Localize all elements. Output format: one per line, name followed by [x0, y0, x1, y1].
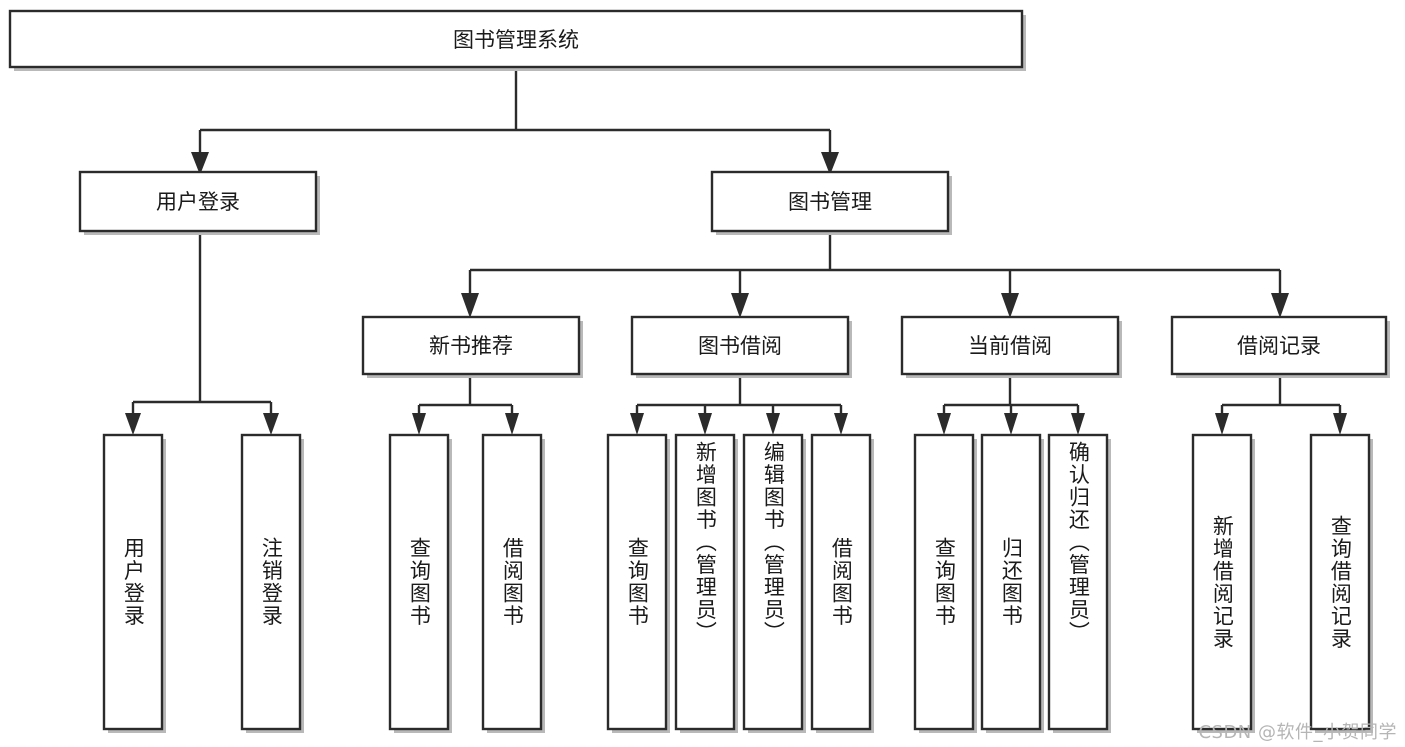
arrowhead-group — [125, 152, 1347, 435]
node-user-login[interactable]: 用户登录 — [78, 170, 320, 235]
node-new-book-rec-label: 新书推荐 — [429, 334, 513, 358]
arrowhead-icon — [1271, 293, 1289, 318]
node-book-borrow[interactable]: 图书借阅 — [630, 315, 852, 378]
node-leaf-query-book-1-box[interactable] — [388, 433, 450, 731]
arrowhead-icon — [766, 413, 780, 435]
node-current-borrow-box[interactable] — [900, 315, 1120, 376]
node-borrow-record-label: 借阅记录 — [1237, 334, 1321, 358]
node-new-book-rec-box[interactable] — [361, 315, 581, 376]
node-current-borrow-label: 当前借阅 — [968, 334, 1052, 358]
node-leaf-return-book-box[interactable] — [980, 433, 1042, 731]
arrowhead-icon — [1215, 413, 1229, 435]
arrowhead-icon — [1004, 413, 1018, 435]
arrowhead-icon — [1071, 413, 1085, 435]
arrowhead-icon — [412, 413, 426, 435]
node-leaf-add-book-box[interactable] — [674, 433, 736, 731]
arrowhead-icon — [263, 413, 279, 435]
node-book-manage[interactable]: 图书管理 — [710, 170, 952, 235]
node-book-borrow-box[interactable] — [630, 315, 850, 376]
node-leaf-edit-book-box[interactable] — [742, 433, 804, 731]
arrowhead-icon — [731, 293, 749, 318]
node-root[interactable]: 图书管理系统 — [8, 9, 1026, 71]
leaf-boxes-group — [102, 433, 1373, 733]
node-current-borrow[interactable]: 当前借阅 — [900, 315, 1122, 378]
node-leaf-user-login-box[interactable] — [102, 433, 164, 731]
arrowhead-icon — [937, 413, 951, 435]
node-leaf-query-book-3-box[interactable] — [913, 433, 975, 731]
node-user-login-box[interactable] — [78, 170, 318, 233]
arrowhead-icon — [821, 152, 839, 175]
node-leaf-confirm-return-box[interactable] — [1047, 433, 1109, 731]
arrowhead-icon — [505, 413, 519, 435]
arrowhead-icon — [1001, 293, 1019, 318]
node-new-book-rec[interactable]: 新书推荐 — [361, 315, 583, 378]
node-leaf-query-book-2-box[interactable] — [606, 433, 668, 731]
node-book-borrow-label: 图书借阅 — [698, 334, 782, 358]
node-borrow-record-box[interactable] — [1170, 315, 1388, 376]
arrowhead-icon — [630, 413, 644, 435]
node-borrow-record[interactable]: 借阅记录 — [1170, 315, 1390, 378]
arrowhead-icon — [698, 413, 712, 435]
arrowhead-icon — [461, 293, 479, 318]
node-root-label: 图书管理系统 — [453, 28, 579, 52]
node-user-login-label: 用户登录 — [156, 190, 240, 214]
watermark-text: CSDN @软件_小贺同学 — [1198, 722, 1397, 743]
node-root-box[interactable] — [8, 9, 1024, 69]
node-leaf-query-record-box[interactable] — [1309, 433, 1371, 731]
arrowhead-icon — [1333, 413, 1347, 435]
node-book-manage-label: 图书管理 — [788, 190, 872, 214]
arrowhead-icon — [834, 413, 848, 435]
arrowhead-icon — [191, 152, 209, 175]
arrowhead-icon — [125, 413, 141, 435]
node-leaf-add-record-box[interactable] — [1191, 433, 1253, 731]
node-leaf-borrow-book-1-box[interactable] — [481, 433, 543, 731]
node-leaf-logout-box[interactable] — [240, 433, 302, 731]
node-leaf-borrow-book-2-box[interactable] — [810, 433, 872, 731]
node-book-manage-box[interactable] — [710, 170, 950, 233]
